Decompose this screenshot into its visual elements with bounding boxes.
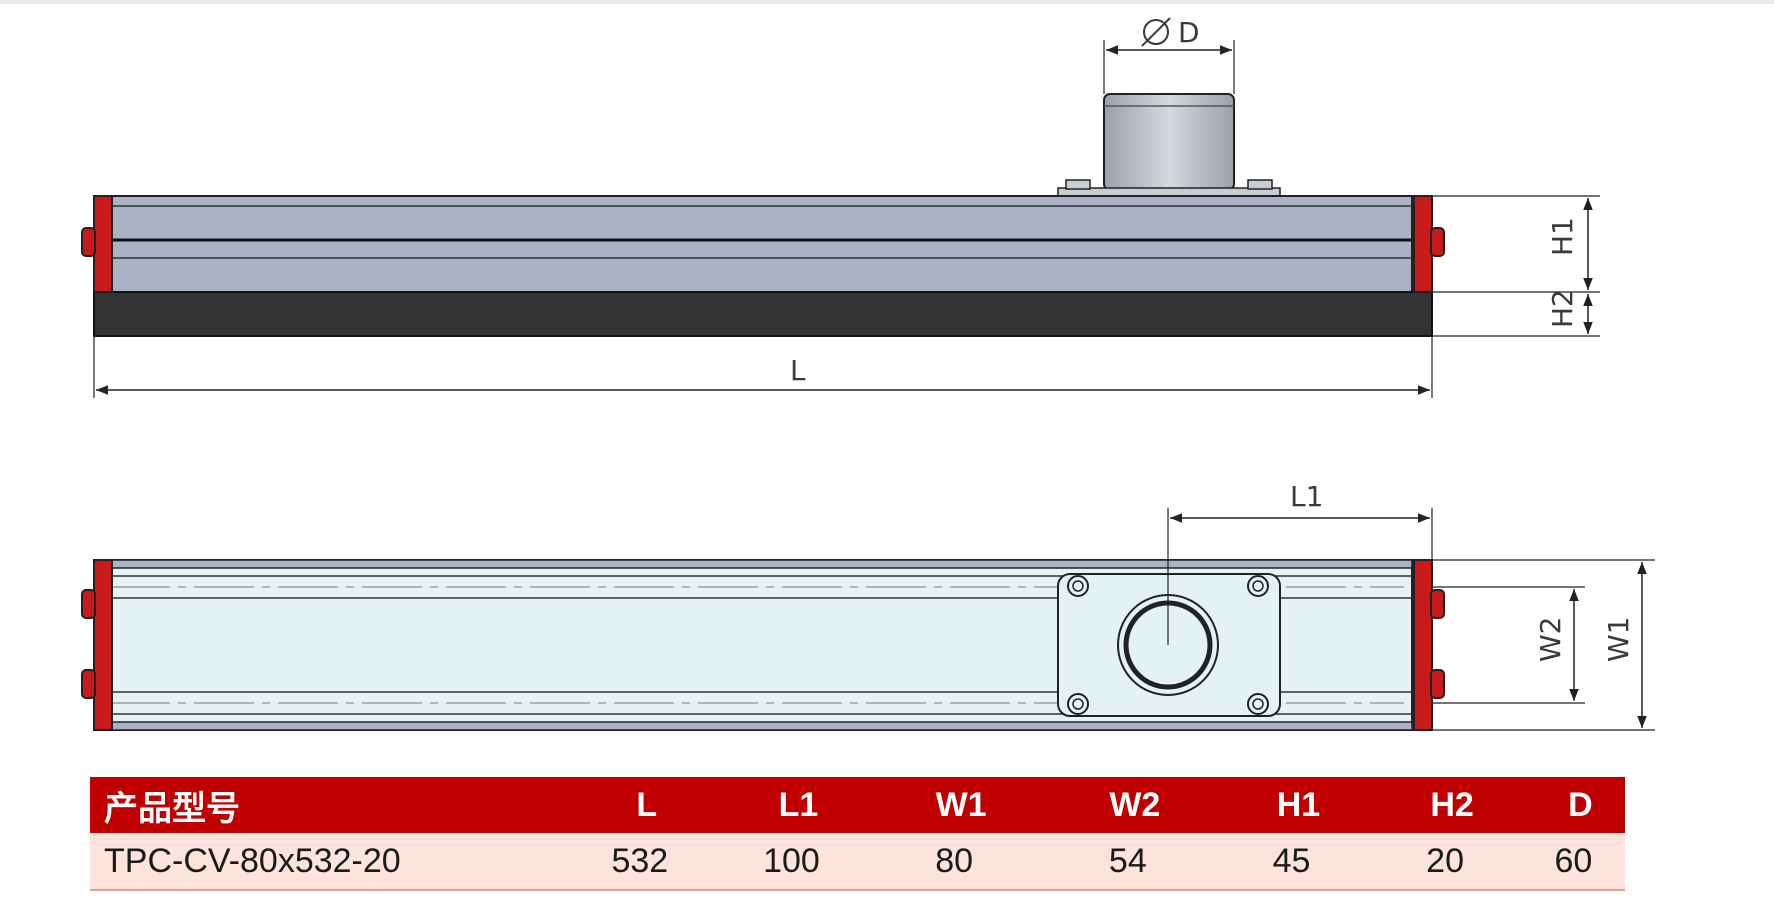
header-D: D xyxy=(1521,777,1625,833)
flange-plate xyxy=(1057,573,1281,717)
cell-L: 532 xyxy=(564,833,716,891)
front-body xyxy=(99,195,1413,293)
front-base xyxy=(93,291,1433,337)
header-H1: H1 xyxy=(1214,777,1369,833)
label-H1: H1 xyxy=(1546,217,1579,256)
table-row: TPC-CV-80x532-20 532 100 80 54 45 20 60 xyxy=(90,833,1625,891)
label-H2: H2 xyxy=(1546,289,1579,328)
cell-H2: 20 xyxy=(1368,833,1522,891)
dimension-H1-H2: H1 H2 xyxy=(1432,195,1600,337)
top-end-caps xyxy=(81,559,1445,731)
cell-D: 60 xyxy=(1521,833,1625,891)
front-end-caps xyxy=(81,195,1445,293)
cell-L1: 100 xyxy=(715,833,868,891)
label-L1: L1 xyxy=(1290,480,1323,513)
header-L1: L1 xyxy=(715,777,868,833)
label-W1: W1 xyxy=(1602,617,1635,663)
label-W2: W2 xyxy=(1534,617,1567,663)
top-view: L1 W1 W2 xyxy=(81,480,1655,731)
cell-W1: 80 xyxy=(867,833,1041,891)
header-L: L xyxy=(564,777,716,833)
cell-W2: 54 xyxy=(1040,833,1215,891)
spec-table-header-row: 产品型号 L L1 W1 W2 H1 H2 D xyxy=(90,777,1625,833)
port-cylinder xyxy=(1057,93,1281,197)
dimension-L1: L1 xyxy=(1167,480,1433,645)
dimension-D: D xyxy=(1103,16,1235,94)
front-view: D L H1 H2 xyxy=(81,16,1600,398)
cell-H1: 45 xyxy=(1214,833,1369,891)
cell-model: TPC-CV-80x532-20 xyxy=(90,833,564,891)
dimension-L: L xyxy=(93,336,1433,398)
technical-drawing: D L H1 H2 xyxy=(81,16,1655,731)
top-border-line xyxy=(0,0,1774,4)
header-H2: H2 xyxy=(1368,777,1522,833)
label-L: L xyxy=(790,354,806,387)
spec-table: 产品型号 L L1 W1 W2 H1 H2 D TPC-CV-80x532-20… xyxy=(90,777,1625,891)
dimension-W1-W2: W1 W2 xyxy=(1432,559,1655,731)
header-W1: W1 xyxy=(867,777,1041,833)
header-model: 产品型号 xyxy=(90,777,564,833)
label-D: D xyxy=(1178,16,1200,49)
header-W2: W2 xyxy=(1040,777,1215,833)
